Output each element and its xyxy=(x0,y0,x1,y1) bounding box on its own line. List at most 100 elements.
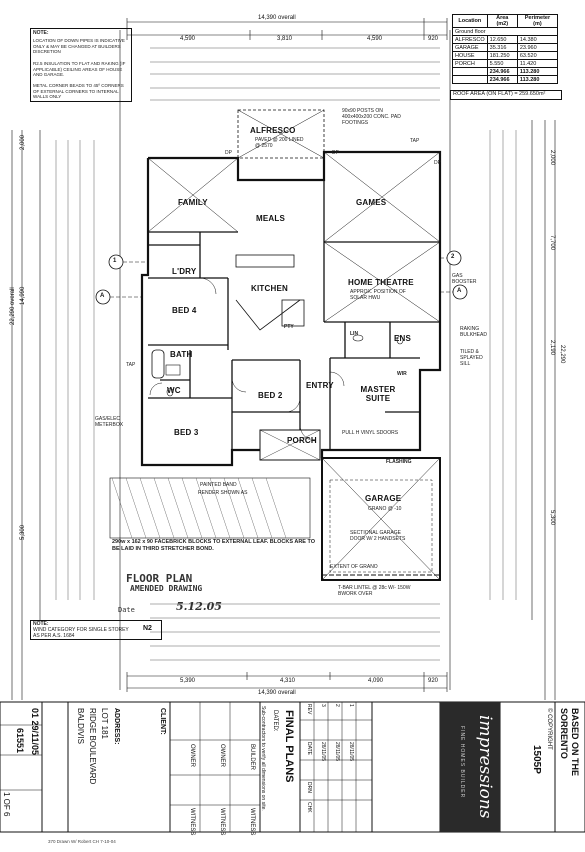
left-mid-dim: 14,990 xyxy=(20,286,26,305)
label-tiled: TILED & SPLAYED SILL xyxy=(460,349,483,367)
label-extent-grano: EXTENT OF GRANO xyxy=(330,564,378,570)
area-header-location: Location xyxy=(452,14,488,28)
based-on-2: SORRENTO xyxy=(559,708,569,759)
rev-row-3-date: 28/11/05 xyxy=(348,742,354,762)
label-pull-vinyl: PULL H VINYL SDOORS xyxy=(342,430,399,436)
marker-2: 2 xyxy=(451,254,455,260)
home-theatre-sub: APPROX. POSITION OF SOLAR HWU xyxy=(350,289,406,301)
room-bed2: BED 2 xyxy=(258,391,283,400)
stamp-date: 5.12.05 xyxy=(176,600,222,613)
wind-note-text: WIND CATEGORY FOR SINGLE STOREY xyxy=(33,627,129,633)
drawn-footer: 370 Drawn W/ Robert CH 7-10-04 xyxy=(48,839,116,844)
table-row: PORCH 5.550 11.420 xyxy=(452,59,559,68)
verify-note: Sub-contractors to verify all dimensions… xyxy=(260,706,266,811)
brand-sub: FINE HOMES BUILDER xyxy=(459,726,465,799)
right-mid2-dim: 2,190 xyxy=(549,340,555,356)
right-mid-dim: 7,700 xyxy=(549,235,555,251)
room-home-theatre: HOME THEATRE xyxy=(348,278,414,287)
dated-label: DATED: xyxy=(272,710,278,732)
top-dim-2: 3,810 xyxy=(277,36,293,42)
notes-title: NOTE: xyxy=(33,30,49,36)
room-ens: ENS xyxy=(394,334,412,343)
notes-box: NOTE: LOCATION OF DOWN PIPES IS INDICATI… xyxy=(30,28,132,102)
marker-a-left: A xyxy=(100,293,105,299)
label-lin: LIN xyxy=(350,331,359,337)
left-top-dim: 2,000 xyxy=(20,134,26,150)
brand-logo: impressions xyxy=(475,715,495,819)
left-bottom-dim: 5,300 xyxy=(20,524,26,540)
bottom-dim-4: 920 xyxy=(428,678,439,684)
label-gas-booster: GAS BOOSTER xyxy=(452,273,477,285)
stamp-date-label: Date xyxy=(118,606,135,614)
right-top-dim: 2,000 xyxy=(549,150,555,166)
room-bath: BATH xyxy=(170,350,193,359)
bottom-dim-2: 4,310 xyxy=(280,678,296,684)
room-kitchen: KITCHEN xyxy=(251,284,288,293)
facebrick-text: 290w x 162 x 90 FACEBRICK BLOCKS TO EXTE… xyxy=(112,539,316,552)
area-cell: 113.280 xyxy=(516,75,559,84)
table-row: 234.966 113.280 xyxy=(452,75,559,84)
final-plans: FINAL PLANS xyxy=(283,710,295,783)
witness-label-1: WITNESS xyxy=(189,808,195,836)
wind-note: NOTE: WIND CATEGORY FOR SINGLE STOREY AS… xyxy=(30,620,162,640)
label-render: RENDER SHOWN AS xyxy=(198,490,248,496)
rev-row-2-date: 28/11/05 xyxy=(334,742,340,762)
label-tap-top: TAP xyxy=(410,138,420,144)
model-number: 1505P xyxy=(531,745,542,774)
area-cell: 234.966 xyxy=(486,75,518,84)
rev-row-1-rev: 3 xyxy=(320,704,326,707)
label-wir: WIR xyxy=(397,371,407,377)
witness-label-2: WITNESS xyxy=(219,808,225,836)
label-dp-3: DP xyxy=(434,160,441,166)
facebrick-note: 290w x 162 x 90 FACEBRICK BLOCKS TO EXTE… xyxy=(112,539,322,555)
stamp-floor-plan: FLOOR PLAN xyxy=(126,572,193,585)
note-item-3: METAL CORNER BEADS TO 45º CORNERS OF EXT… xyxy=(33,83,124,99)
right-bottom-dim: 5,300 xyxy=(549,510,555,526)
area-cell: 14.380 xyxy=(516,35,559,44)
area-header-perimeter: Perimeter (m) xyxy=(516,14,559,28)
rev-header: REV xyxy=(306,704,312,715)
top-dim-3: 4,590 xyxy=(367,36,383,42)
builder-label: BUILDER xyxy=(249,744,255,771)
room-wc: WC xyxy=(167,386,181,395)
drn-header: DRN xyxy=(306,782,312,793)
marker-1: 1 xyxy=(113,258,117,264)
area-cell: PORCH xyxy=(452,59,488,68)
top-dim-1: 4,590 xyxy=(180,36,196,42)
garage-sub: SECTIONAL GARAGE DOOR W/ 2 HANDSETS xyxy=(350,530,406,542)
area-cell: 63.520 xyxy=(516,51,559,60)
roof-area: ROOF AREA (ON FLAT) = 259.650m² xyxy=(450,90,562,100)
area-cell: 11.420 xyxy=(516,59,559,68)
label-tap-left: TAP xyxy=(126,362,136,368)
address-lot: LOT 181 xyxy=(100,708,109,739)
area-cell: 23.960 xyxy=(516,43,559,52)
room-garage: GARAGE xyxy=(365,494,402,503)
wind-category: N2 xyxy=(143,625,152,632)
wind-note-code: AS PER A.S. 1684 xyxy=(33,633,75,639)
bottom-dim-3: 4,090 xyxy=(368,678,384,684)
alfresco-sub: PAVED @ 200 LINED @ 2570 xyxy=(255,137,304,149)
room-meals: MEALS xyxy=(256,214,285,223)
label-raking: RAKING BULKHEAD xyxy=(460,326,487,338)
left-overall-dim: 22,290 overall xyxy=(10,287,16,325)
rev-row-2-rev: 2 xyxy=(334,704,340,707)
label-flashing: FLASHING xyxy=(386,459,412,465)
area-cell: GARAGE xyxy=(452,43,488,52)
bottom-dim-1: 5,390 xyxy=(180,678,196,684)
room-alfresco: ALFRESCO xyxy=(250,126,296,135)
area-cell xyxy=(452,67,488,76)
area-header-area: Area (m2) xyxy=(486,14,518,28)
owner-label-2: OWNER xyxy=(219,744,225,767)
room-family: FAMILY xyxy=(178,198,208,207)
owner-label-1: OWNER xyxy=(189,744,195,767)
client-label: CLIENT: xyxy=(159,708,166,735)
top-overall-dim: 14,390 overall xyxy=(258,15,296,21)
label-gas-meter: GAS/ELEC METERBOX xyxy=(95,416,124,428)
room-bed3: BED 3 xyxy=(174,428,199,437)
label-painted-band: PAINTED BAND xyxy=(200,482,237,488)
top-dim-4: 920 xyxy=(428,36,439,42)
area-cell: 234.966 xyxy=(486,67,518,76)
room-entry: ENTRY xyxy=(306,381,334,390)
bottom-overall-dim: 14,390 overall xyxy=(258,690,296,696)
